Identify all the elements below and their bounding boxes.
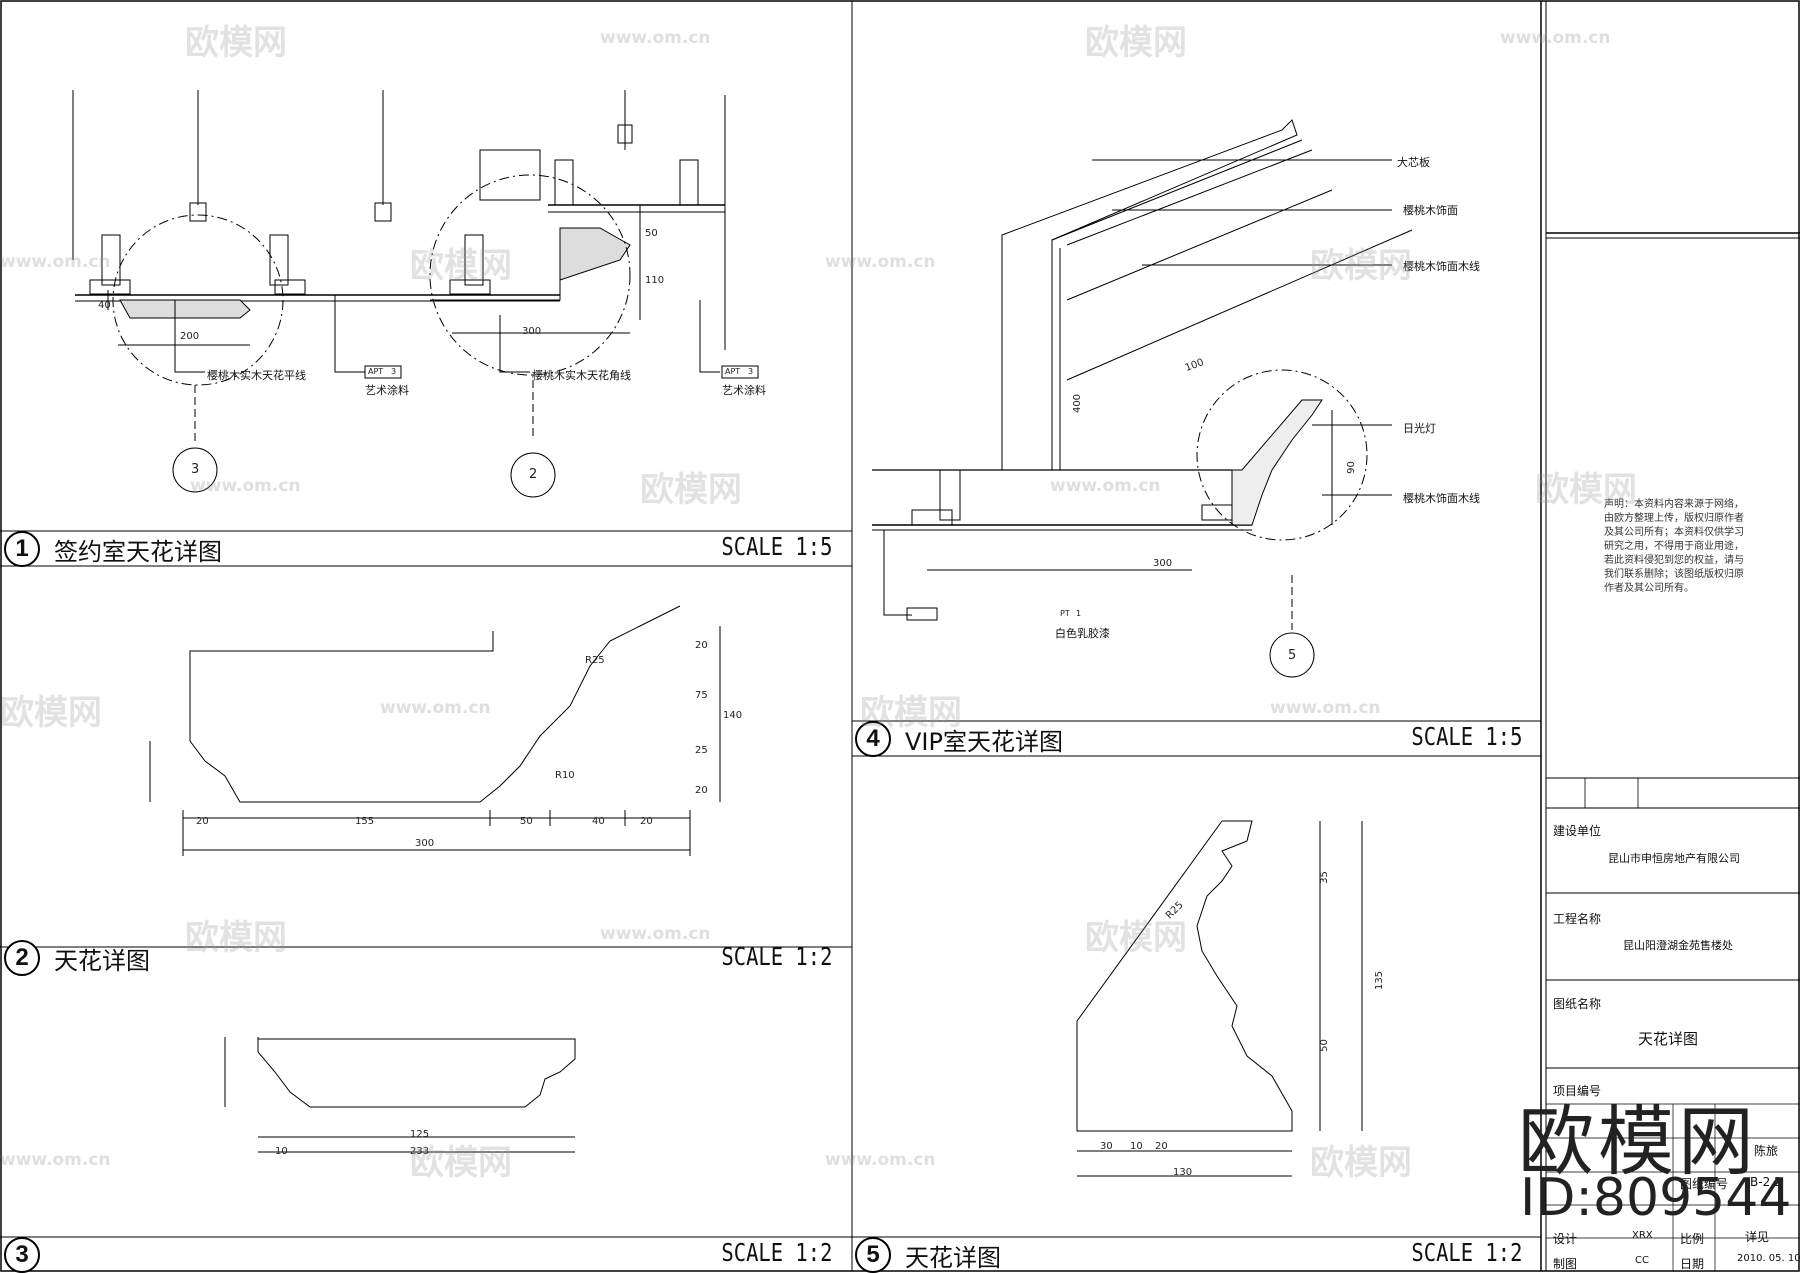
label-art-paint-1: 艺术涂料 [365, 384, 409, 397]
label-white-latex-paint: 白色乳胶漆 [1055, 627, 1110, 640]
panel-4-title: 4 VIP室天花详图 [855, 721, 1063, 757]
design-label: 设计 [1553, 1232, 1578, 1246]
panel-4-number: 4 [855, 721, 891, 757]
panel-2-title-text: 天花详图 [54, 946, 150, 975]
dim-400-vip: 400 [1072, 393, 1084, 414]
dim-50: 50 [645, 228, 658, 239]
dim-v35: 35 [1318, 871, 1330, 884]
dim-30-p5: 30 [1100, 1141, 1113, 1152]
dim-125: 125 [410, 1129, 430, 1140]
client-label: 建设单位 [1553, 824, 1602, 838]
label-corner-cornice: 樱桃木实木天花角线 [532, 369, 631, 382]
sheet-number-value: B-2.2 [1750, 1175, 1782, 1189]
dim-233: 233 [410, 1146, 430, 1157]
dim-v25: 25 [695, 745, 708, 756]
panel-3-title: 3 [4, 1237, 54, 1273]
panel-2-scale: SCALE 1:2 [720, 942, 832, 971]
panel-1-number: 1 [4, 531, 40, 567]
panel-3-number: 3 [4, 1237, 40, 1273]
dim-20-p5: 20 [1155, 1141, 1168, 1152]
dim-20a: 20 [196, 816, 209, 827]
date-value: 2010. 05. 10 [1737, 1253, 1800, 1264]
dim-v20: 20 [695, 640, 708, 651]
project-value: 昆山阳澄湖金苑售楼处 [1623, 939, 1733, 952]
dim-300b: 300 [415, 838, 435, 849]
panel-5-number: 5 [855, 1237, 891, 1273]
tag-apt-2-num: 3 [748, 367, 754, 376]
panel-2-number: 2 [4, 940, 40, 976]
cornice-profile-drawing-2 [149, 605, 721, 856]
drafter-label: 制图 [1553, 1257, 1578, 1271]
dim-v20b: 20 [695, 785, 708, 796]
vip-ceiling-section-drawing-4 [872, 119, 1413, 678]
label-cherry-trim-2: 樱桃木饰面木线 [1403, 492, 1480, 505]
dim-v135: 135 [1374, 970, 1386, 991]
dim-300-vip: 300 [1153, 558, 1173, 569]
label-art-paint-2: 艺术涂料 [722, 384, 766, 397]
om-id-watermark: ID:809544 [1520, 1168, 1792, 1228]
panel-4-scale: SCALE 1:5 [1410, 722, 1522, 751]
label-cherry-trim-1: 樱桃木饰面木线 [1403, 260, 1480, 273]
drafter-value: CC [1635, 1255, 1649, 1266]
dim-40: 40 [98, 300, 111, 311]
panel-4-title-text: VIP室天花详图 [905, 727, 1063, 756]
dim-110: 110 [645, 275, 665, 286]
panel-5-scale: SCALE 1:2 [1410, 1238, 1522, 1267]
date-label: 日期 [1680, 1257, 1705, 1271]
tag-pt: PT [1060, 609, 1070, 618]
dim-155: 155 [355, 816, 375, 827]
cornice-profile-drawing-5 [1076, 820, 1363, 1177]
tag-apt-1-num: 3 [391, 367, 397, 376]
dim-130: 130 [1173, 1167, 1193, 1178]
panel-1-scale: SCALE 1:5 [720, 532, 832, 561]
dim-40b: 40 [592, 816, 605, 827]
panel-5-title-text: 天花详图 [905, 1243, 1001, 1272]
client-value: 昆山市申恒房地产有限公司 [1608, 852, 1740, 865]
panel-2-title: 2 天花详图 [4, 940, 150, 976]
dim-r25: R25 [585, 655, 605, 666]
dim-90-vip: 90 [1345, 461, 1357, 474]
copyright-note: 声明：本资料内容来源于网络，由欧方整理上传，版权归原作者及其公司所有；本资料仅供… [1604, 499, 1744, 594]
drawing-name-value: 天花详图 [1638, 1030, 1699, 1048]
cornice-profile-drawing-3 [224, 1037, 576, 1153]
tag-apt-1: APT [368, 367, 384, 376]
panel-5-title: 5 天花详图 [855, 1237, 1001, 1273]
sheet-number-label: 图纸编号 [1680, 1177, 1729, 1191]
ceiling-section-drawing-1 [72, 90, 759, 498]
ref-detail-3: 3 [191, 462, 200, 477]
project-label: 工程名称 [1553, 912, 1602, 926]
ref-detail-5: 5 [1288, 648, 1297, 663]
label-cherry-veneer: 樱桃木饰面 [1403, 204, 1458, 217]
dim-r10: R10 [555, 770, 575, 781]
design-value: XRX [1632, 1230, 1653, 1241]
ref-detail-2: 2 [529, 467, 538, 482]
om-logo-watermark: 欧模网 [1518, 1097, 1758, 1186]
dim-10: 10 [275, 1146, 288, 1157]
label-blockboard: 大芯板 [1397, 156, 1430, 169]
dim-v75: 75 [695, 690, 708, 701]
panel-1-title: 1 签约室天花详图 [4, 531, 222, 567]
scale-value: 详见 [1745, 1230, 1770, 1244]
dim-20b: 20 [640, 816, 653, 827]
panel-1-title-text: 签约室天花详图 [54, 537, 222, 566]
project-number-label: 项目编号 [1553, 1084, 1602, 1098]
dim-v140: 140 [723, 710, 743, 721]
check-label: 陈旅 [1754, 1144, 1779, 1158]
dim-10-p5: 10 [1130, 1141, 1143, 1152]
dim-50b: 50 [520, 816, 533, 827]
scale-label: 比例 [1680, 1232, 1705, 1246]
label-flat-cornice: 樱桃木实木天花平线 [207, 369, 306, 382]
panel-3-scale: SCALE 1:2 [720, 1238, 832, 1267]
dim-200: 200 [180, 331, 200, 342]
dim-300: 300 [522, 326, 542, 337]
drawing-name-label: 图纸名称 [1553, 997, 1602, 1011]
tag-pt-num: 1 [1076, 609, 1082, 618]
tag-apt-2: APT [725, 367, 741, 376]
dim-v50: 50 [1318, 1039, 1330, 1052]
label-fluorescent-light: 日光灯 [1403, 422, 1436, 435]
